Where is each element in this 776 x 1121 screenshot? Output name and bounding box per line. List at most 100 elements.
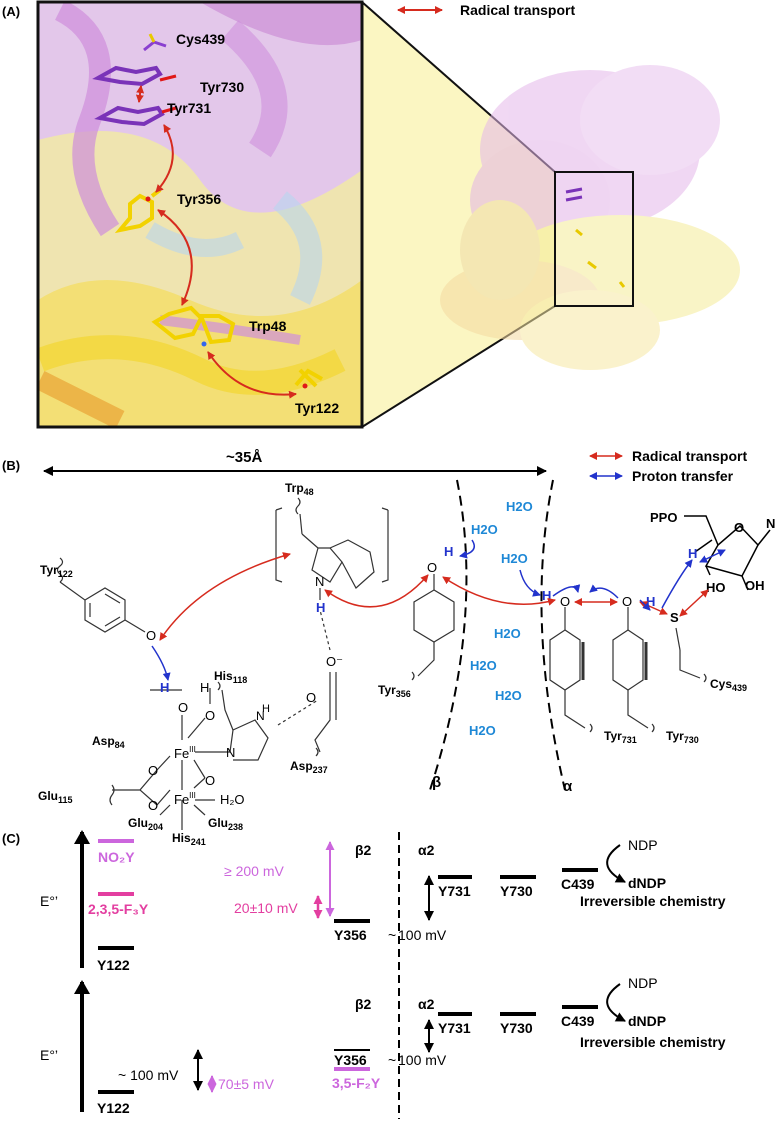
tyr122-oxygen: O (146, 628, 156, 643)
y122-top-label: Y122 (97, 957, 130, 973)
ndp-top-arrow (606, 844, 626, 883)
asp237-structure (277, 609, 337, 757)
fe1-label: FeIII (174, 745, 196, 761)
legend-b-radical-label: Radical transport (632, 448, 747, 464)
fe-h2o: H₂O (220, 792, 245, 807)
label-tyr356: Tyr356 (177, 191, 221, 207)
cys439-label: Cys439 (710, 677, 747, 693)
panel-a: (A) (2, 0, 740, 429)
mv100-top-label: 100 mV (398, 927, 447, 943)
svg-text:H2O: H2O (471, 522, 498, 537)
protein-overview (440, 65, 740, 370)
alpha2-top-label: α2 (418, 842, 435, 858)
protein-tyr-marks (565, 187, 583, 202)
tyr730-label: Tyr730 (666, 729, 699, 745)
tyr122-label: Tyr122 (40, 563, 73, 579)
asp237-label: Asp237 (290, 759, 328, 775)
zoom-box (554, 171, 634, 307)
inset-radical-arrows (135, 85, 297, 399)
chem-bottom-label: Irreversible chemistry (580, 1034, 726, 1050)
interface-alpha-curve (540, 479, 566, 791)
y730-top-label: Y730 (500, 883, 533, 899)
sugar-oh: OH (745, 578, 765, 593)
glu-o: O (205, 773, 215, 788)
trp48-structure (275, 497, 389, 600)
glu115-o2: O (148, 798, 158, 813)
mv20-label: 20±10 mV (234, 900, 298, 916)
chem-top-label: Irreversible chemistry (580, 893, 726, 909)
ndp-bottom-label: NDP (628, 975, 658, 991)
cys439-s: S (670, 610, 679, 625)
panel-b-label: (B) (2, 458, 20, 473)
his118-h: H (262, 703, 270, 715)
dndp-top-label: dNDP (628, 875, 666, 891)
sugar-ppo: PPO (650, 510, 677, 525)
sugar-n: N (766, 516, 775, 531)
beta2-bottom-label: β2 (355, 996, 372, 1012)
diiron-cluster (109, 681, 269, 830)
svg-text:H2O: H2O (494, 626, 521, 641)
svg-text:H2O: H2O (501, 551, 528, 566)
panel-b: (B) ~35Å Radical transport Proton transf… (2, 448, 775, 847)
svg-text:H2O: H2O (506, 499, 533, 514)
panel-a-label: (A) (2, 4, 20, 19)
y731-bottom-label: Y731 (438, 1020, 471, 1036)
asp237-o2: O⁻ (326, 654, 343, 669)
distance-label: ~35Å (226, 449, 262, 466)
tyr122-structure (56, 557, 146, 633)
his118-nh: N (256, 709, 265, 723)
beta2-top-label: β2 (355, 842, 372, 858)
label-tyr731: Tyr731 (167, 100, 211, 116)
svg-text:H2O: H2O (469, 723, 496, 738)
c439-bottom-label: C439 (561, 1013, 595, 1029)
f3y-label: 2,3,5-F₃Y (88, 901, 149, 917)
inset-image (38, 2, 362, 427)
his118-n: N (226, 745, 235, 760)
tyr731-o: O (560, 594, 570, 609)
ndp-bottom-arrow (606, 983, 626, 1022)
panel-b-radical-arrows (159, 552, 709, 641)
cys439-structure (675, 627, 707, 683)
alpha-label: α (563, 778, 573, 795)
f2y-label: 3,5-F₂Y (332, 1075, 381, 1091)
panel-b-proton-arrows (151, 539, 726, 681)
mv200-label: ≥ 200 mV (224, 863, 284, 879)
svg-text:H2O: H2O (495, 688, 522, 703)
label-tyr730: Tyr730 (200, 79, 244, 95)
glu115-o1: O (148, 763, 158, 778)
trp48-h: H (316, 600, 325, 615)
panel-c: (C) E°’ NO₂Y 2,3,5-F₃Y Y122 ≥ 200 mV 20±… (2, 830, 726, 1119)
no2y-label: NO₂Y (98, 849, 135, 865)
energy-axis-top-label: E°’ (40, 893, 58, 909)
y731-top-label: Y731 (438, 883, 471, 899)
ndp-top-label: NDP (628, 837, 658, 853)
mv100-top-tilde: ~ (388, 927, 396, 943)
asp237-o1: O (306, 690, 316, 705)
mv100a-label: ~ 100 mV (118, 1067, 179, 1083)
panel-c-label: (C) (2, 831, 20, 846)
fe-water-oxygen: O (178, 700, 188, 715)
glu204-label: Glu204 (128, 816, 163, 832)
asp84-label: Asp84 (92, 734, 125, 750)
tyr356-h: H (444, 544, 453, 559)
inset-frame (36, 0, 364, 429)
tyr356-structure (411, 574, 455, 681)
sugar-h: H (688, 546, 697, 561)
label-cys439: Cys439 (176, 31, 225, 47)
water-molecules: H2O H2O H2O H2O H2O H2O H2O (469, 499, 533, 738)
label-tyr122: Tyr122 (295, 400, 339, 416)
tyr730-o: O (622, 594, 632, 609)
tyr731-label: Tyr731 (604, 729, 637, 745)
y356-top-label: Y356 (334, 927, 367, 943)
legend-radical-label: Radical transport (460, 2, 575, 18)
protein-yellow-marks (575, 228, 626, 288)
sugar-ring-o: O (734, 520, 744, 535)
label-trp48: Trp48 (249, 318, 287, 334)
mv70-label: 70±5 mV (218, 1076, 275, 1092)
his118-label: His118 (214, 669, 247, 685)
beta-label: β (432, 774, 441, 791)
fe2-label: FeIII (174, 791, 196, 807)
mv100-bottom-tilde: ~ (388, 1052, 396, 1068)
sugar-ho: HO (706, 580, 726, 595)
